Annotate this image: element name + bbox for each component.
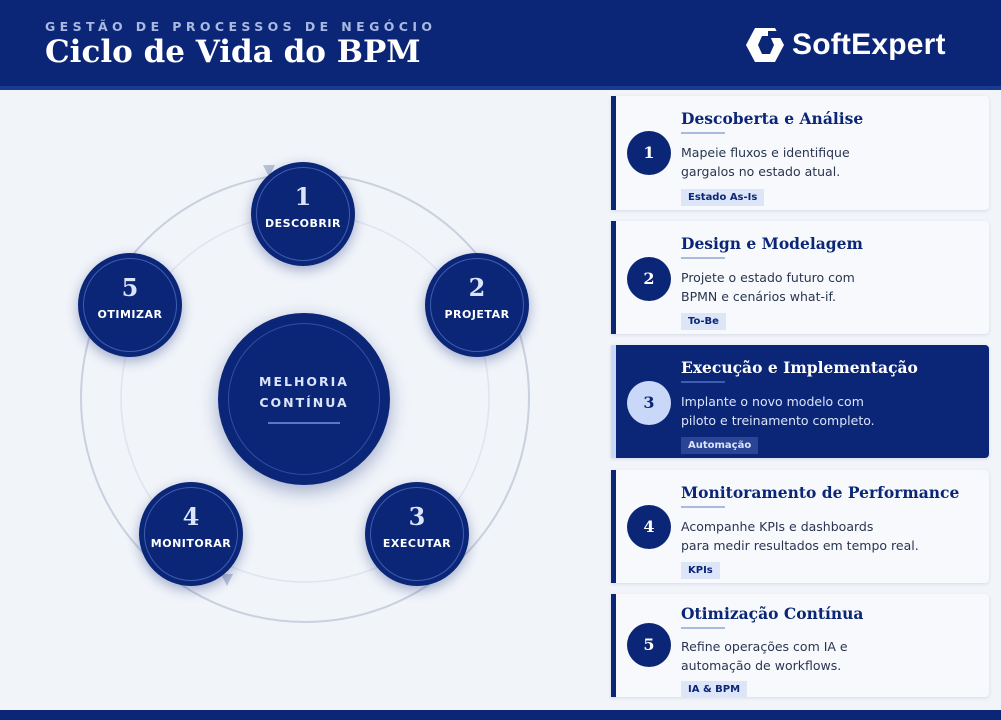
header-banner: GESTÃO DE PROCESSOS DE NEGÓCIO Ciclo de …	[0, 0, 1001, 86]
cycle-arrow-top	[263, 165, 275, 177]
bpm-cycle-diagram: MELHORIA CONTÍNUA 1 DESCOBRIR 2 PROJETAR…	[0, 90, 610, 710]
center-rule	[268, 422, 340, 424]
step-card-tag: Estado As-Is	[681, 189, 765, 206]
step-card-execucao[interactable]: 3 Execução e Implementação Implante o no…	[611, 345, 989, 458]
step-card-monitoramento[interactable]: 4 Monitoramento de Performance Acompanhe…	[611, 470, 989, 583]
step-card-tag: KPIs	[681, 562, 720, 579]
step-number-badge: 2	[627, 257, 671, 301]
header-divider	[0, 86, 1001, 90]
header-kicker: GESTÃO DE PROCESSOS DE NEGÓCIO	[45, 19, 437, 34]
footer-bar	[0, 710, 1001, 720]
cycle-node-descobrir[interactable]: 1 DESCOBRIR	[251, 162, 355, 266]
brand-logo: SoftExpert	[746, 26, 946, 64]
step-card-tag: Automação	[681, 437, 759, 454]
step-card-title: Otimização Contínua	[681, 604, 864, 623]
step-card-description: Refine operações com IA e automação de w…	[681, 639, 848, 673]
step-number-badge: 1	[627, 131, 671, 175]
step-card-title: Execução e Implementação	[681, 358, 918, 377]
step-card-title: Descoberta e Análise	[681, 109, 864, 128]
step-card-title: Monitoramento de Performance	[681, 483, 960, 502]
step-card-descoberta[interactable]: 1 Descoberta e Análise Mapeie fluxos e i…	[611, 96, 989, 210]
step-card-title: Design e Modelagem	[681, 234, 863, 253]
brand-name: SoftExpert	[792, 28, 946, 61]
center-continuous-improvement: MELHORIA CONTÍNUA	[218, 313, 390, 485]
step-card-description: Projete o estado futuro com BPMN e cenár…	[681, 270, 855, 304]
cycle-arrow-bottom	[221, 574, 233, 586]
cycle-node-monitorar[interactable]: 4 MONITORAR	[139, 482, 243, 586]
step-number-badge: 5	[627, 623, 671, 667]
cycle-node-executar[interactable]: 3 EXECUTAR	[365, 482, 469, 586]
cycle-node-projetar[interactable]: 2 PROJETAR	[425, 253, 529, 357]
step-number-badge: 4	[627, 505, 671, 549]
page-title: Ciclo de Vida do BPM	[45, 34, 421, 70]
cycle-node-otimizar[interactable]: 5 OTIMIZAR	[78, 253, 182, 357]
center-label: MELHORIA CONTÍNUA	[259, 374, 349, 410]
step-number-badge: 3	[627, 381, 671, 425]
step-card-description: Mapeie fluxos e identifique gargalos no …	[681, 145, 850, 179]
step-card-tag: To-Be	[681, 313, 726, 330]
step-card-description: Acompanhe KPIs e dashboards para medir r…	[681, 519, 919, 553]
step-card-otimizacao[interactable]: 5 Otimização Contínua Refine operações c…	[611, 594, 989, 698]
step-card-description: Implante o novo modelo com piloto e trei…	[681, 394, 875, 428]
softexpert-logo-icon	[746, 28, 784, 62]
step-card-design[interactable]: 2 Design e Modelagem Projete o estado fu…	[611, 221, 989, 334]
step-card-tag: IA & BPM	[681, 681, 748, 698]
